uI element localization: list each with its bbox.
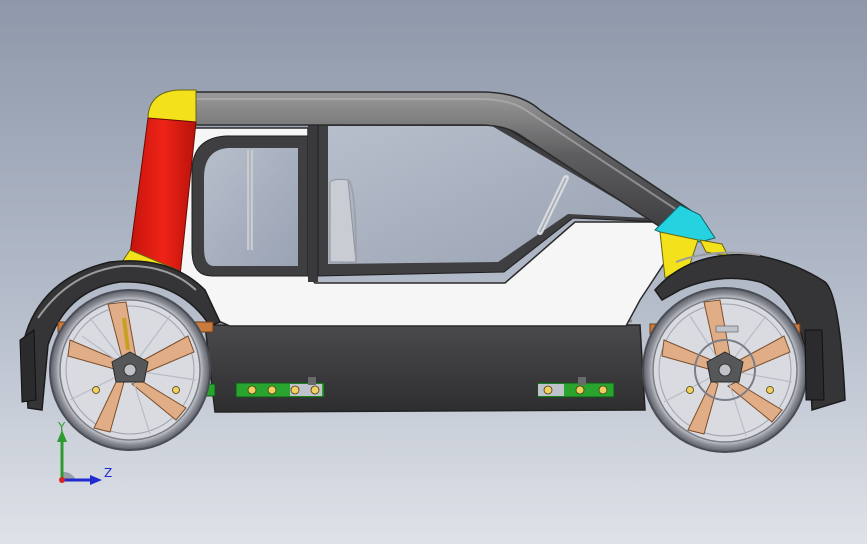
seat bbox=[329, 178, 357, 263]
y-axis-label: Y bbox=[58, 420, 66, 434]
origin-dot bbox=[59, 477, 65, 483]
rear-bumper bbox=[19, 329, 37, 403]
b-pillar bbox=[308, 125, 318, 282]
front-fender bbox=[654, 253, 846, 412]
rear-wheel bbox=[49, 289, 211, 451]
underbody-skirt bbox=[204, 324, 646, 413]
front-bumper bbox=[804, 329, 825, 401]
front-wheel bbox=[642, 287, 808, 453]
triad-graphic bbox=[57, 430, 102, 485]
z-axis-label: Z bbox=[104, 466, 113, 480]
front-window-glass bbox=[328, 126, 648, 264]
orientation-triad: Y Z bbox=[40, 420, 120, 495]
roof-corner-joint bbox=[147, 89, 197, 127]
